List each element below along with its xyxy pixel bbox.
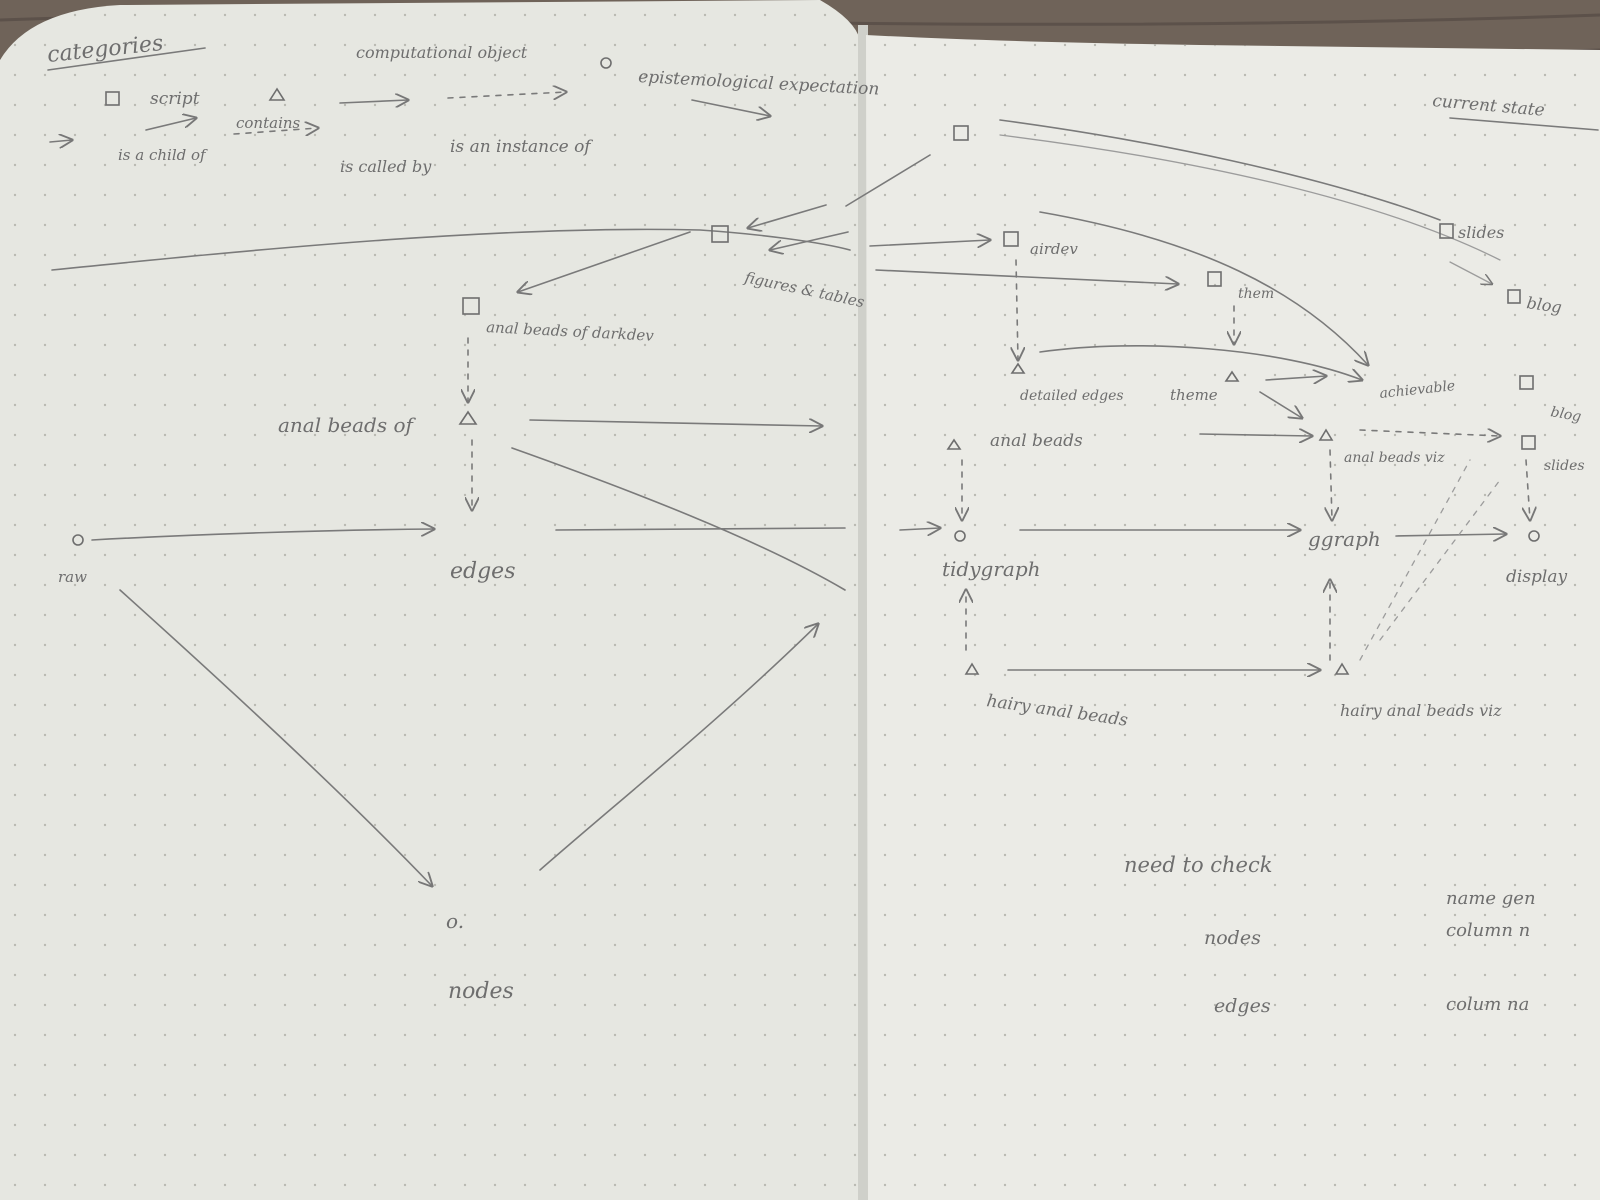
blog-right-square xyxy=(1519,375,1534,390)
tidygraph-label: tidygraph xyxy=(942,557,1041,581)
blog-top-square xyxy=(1507,289,1521,304)
anal-beads-triangle xyxy=(946,438,962,450)
note-item-nodes: nodes xyxy=(1204,927,1261,949)
nodes-label: nodes xyxy=(448,979,514,1004)
legend-computational-object-label: computational object xyxy=(356,43,528,62)
legend-is-called-by-label: is called by xyxy=(340,157,432,176)
raw-circle xyxy=(72,534,84,546)
detailed-edges-triangle xyxy=(1010,362,1026,374)
legend-script-label: script xyxy=(150,89,200,109)
legend-contains-label: contains xyxy=(236,114,301,132)
notebook-spine xyxy=(858,25,868,1200)
left-page xyxy=(0,0,872,1200)
edges-label: edges xyxy=(450,559,516,584)
right-page xyxy=(866,35,1600,1200)
legend-is-a-child-of-label: is a child of xyxy=(118,146,208,164)
nodes-circle: o. xyxy=(446,909,464,933)
anal-beads-of-darkdev-square xyxy=(462,297,480,315)
note-side-item-colum-na: colum na xyxy=(1446,994,1529,1015)
note-side-item-column-n: column n xyxy=(1446,920,1530,941)
slides-right-label: slides xyxy=(1544,458,1585,474)
raw-label: raw xyxy=(58,568,87,586)
anal-beads-viz-triangle xyxy=(1318,428,1334,441)
theme-triangle xyxy=(1224,370,1240,382)
square-symbol xyxy=(105,91,120,106)
slides-right-square xyxy=(1521,435,1536,450)
blog-top-label: blog xyxy=(1525,293,1563,317)
hairy-anal-beads-viz-label: hairy anal beads viz xyxy=(1340,701,1502,720)
slides-top-label: slides xyxy=(1458,223,1504,242)
detailed-edges-label: detailed edges xyxy=(1020,388,1124,404)
anal-beads-viz-label: anal beads viz xyxy=(1344,450,1445,466)
display-label: display xyxy=(1506,567,1567,587)
triangle-symbol xyxy=(268,87,286,101)
display-circle xyxy=(1528,530,1540,542)
anal-beads-of-label: anal beads of xyxy=(278,413,417,437)
achievable-label: achievable xyxy=(1379,378,1456,402)
hairy-anal-beads-triangle xyxy=(964,662,980,675)
legend-is-an-instance-of-label: is an instance of xyxy=(450,137,593,157)
anal-beads-label: anal beads xyxy=(990,431,1083,451)
figures-tables-square xyxy=(711,225,729,243)
them-square xyxy=(1207,271,1222,287)
right-diagram: current state slides blog airdev them de… xyxy=(869,91,1599,1017)
airdev-label: airdev xyxy=(1030,240,1078,258)
airdev-square xyxy=(1003,231,1019,247)
anal-beads-of-triangle xyxy=(458,410,478,425)
tidygraph-circle xyxy=(954,530,966,542)
circle-symbol xyxy=(600,57,612,69)
slides-top-square xyxy=(1439,223,1454,239)
note-item-edges: edges xyxy=(1214,995,1271,1017)
theme-label: theme xyxy=(1170,386,1218,404)
top-square xyxy=(953,125,969,141)
legend-divider xyxy=(51,228,851,271)
them-label: them xyxy=(1238,286,1274,302)
ggraph-label: ggraph xyxy=(1308,527,1381,551)
hairy-anal-beads-viz-triangle xyxy=(1334,662,1350,675)
need-to-check-label: need to check xyxy=(1124,853,1272,877)
note-side-item-name-gen: name gen xyxy=(1446,888,1536,909)
blog-right-label: blog xyxy=(1549,404,1582,425)
